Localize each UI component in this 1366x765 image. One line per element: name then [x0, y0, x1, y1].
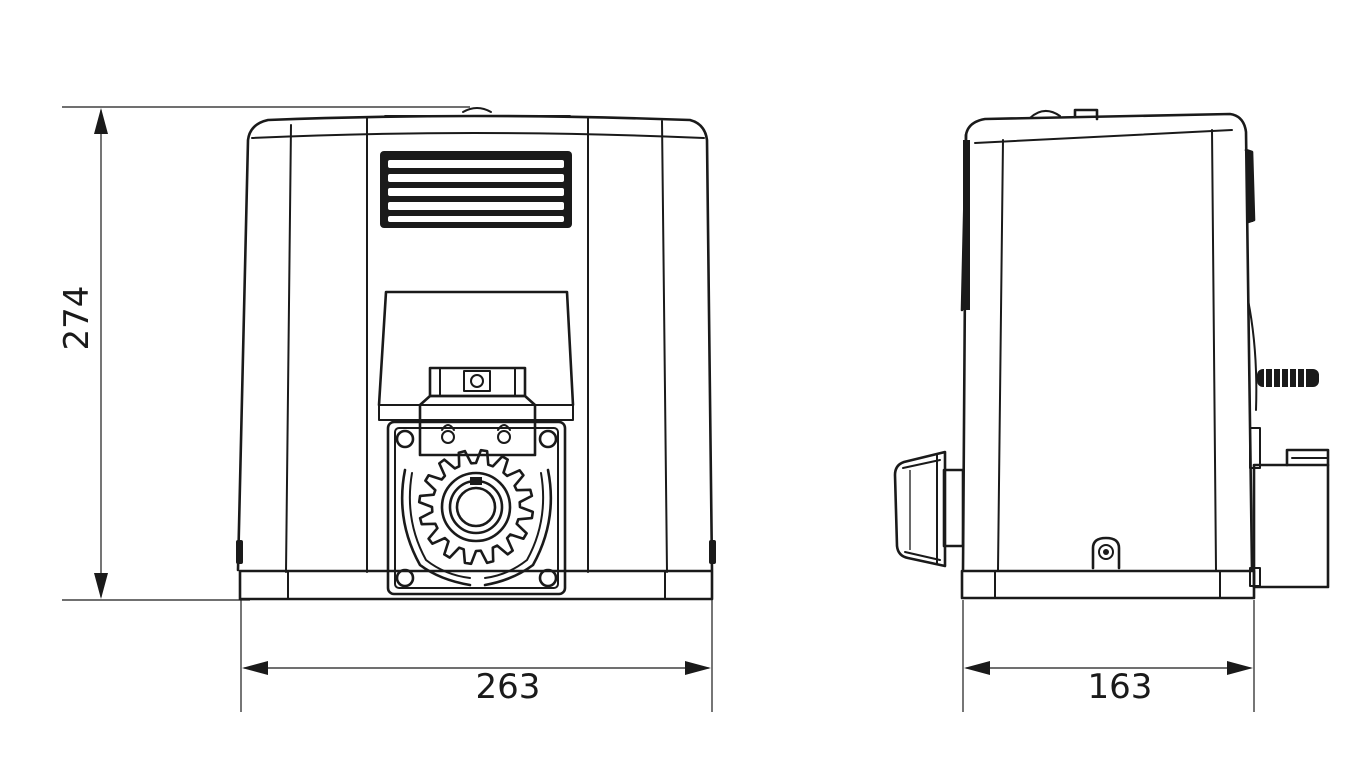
- front-base: [238, 569, 714, 601]
- height-arrow-top: [94, 108, 108, 134]
- height-label: 274: [57, 286, 97, 351]
- release-lock-body: [418, 394, 537, 457]
- gear-plate: [386, 420, 567, 596]
- release-knob: [893, 450, 965, 568]
- front-width-label: 263: [476, 667, 541, 707]
- plate-bolt: [395, 429, 415, 449]
- rack-bolt: [1257, 369, 1319, 387]
- front-width-dimension: 263: [240, 600, 713, 712]
- height-dimension: 274: [57, 106, 470, 601]
- sprocket-gear: [417, 448, 535, 566]
- front-width-arrow-right: [685, 661, 711, 675]
- rear-bracket: [1249, 427, 1330, 589]
- plate-bolt: [395, 568, 415, 588]
- side-width-arrow-right: [1227, 661, 1253, 675]
- front-cap-knob: [462, 107, 492, 113]
- front-view: [236, 107, 716, 601]
- gear-cover: [377, 290, 575, 457]
- side-width-arrow-left: [964, 661, 990, 675]
- side-base: [960, 569, 1256, 600]
- side-body-outline: [961, 112, 1254, 572]
- plate-bolt: [538, 568, 558, 588]
- front-width-arrow-left: [242, 661, 268, 675]
- height-arrow-bottom: [94, 573, 108, 599]
- side-width-dimension: 163: [962, 600, 1255, 712]
- side-view: [893, 108, 1330, 600]
- side-width-label: 163: [1088, 667, 1153, 707]
- vent-grille: [380, 151, 572, 228]
- plate-bolt: [538, 429, 558, 449]
